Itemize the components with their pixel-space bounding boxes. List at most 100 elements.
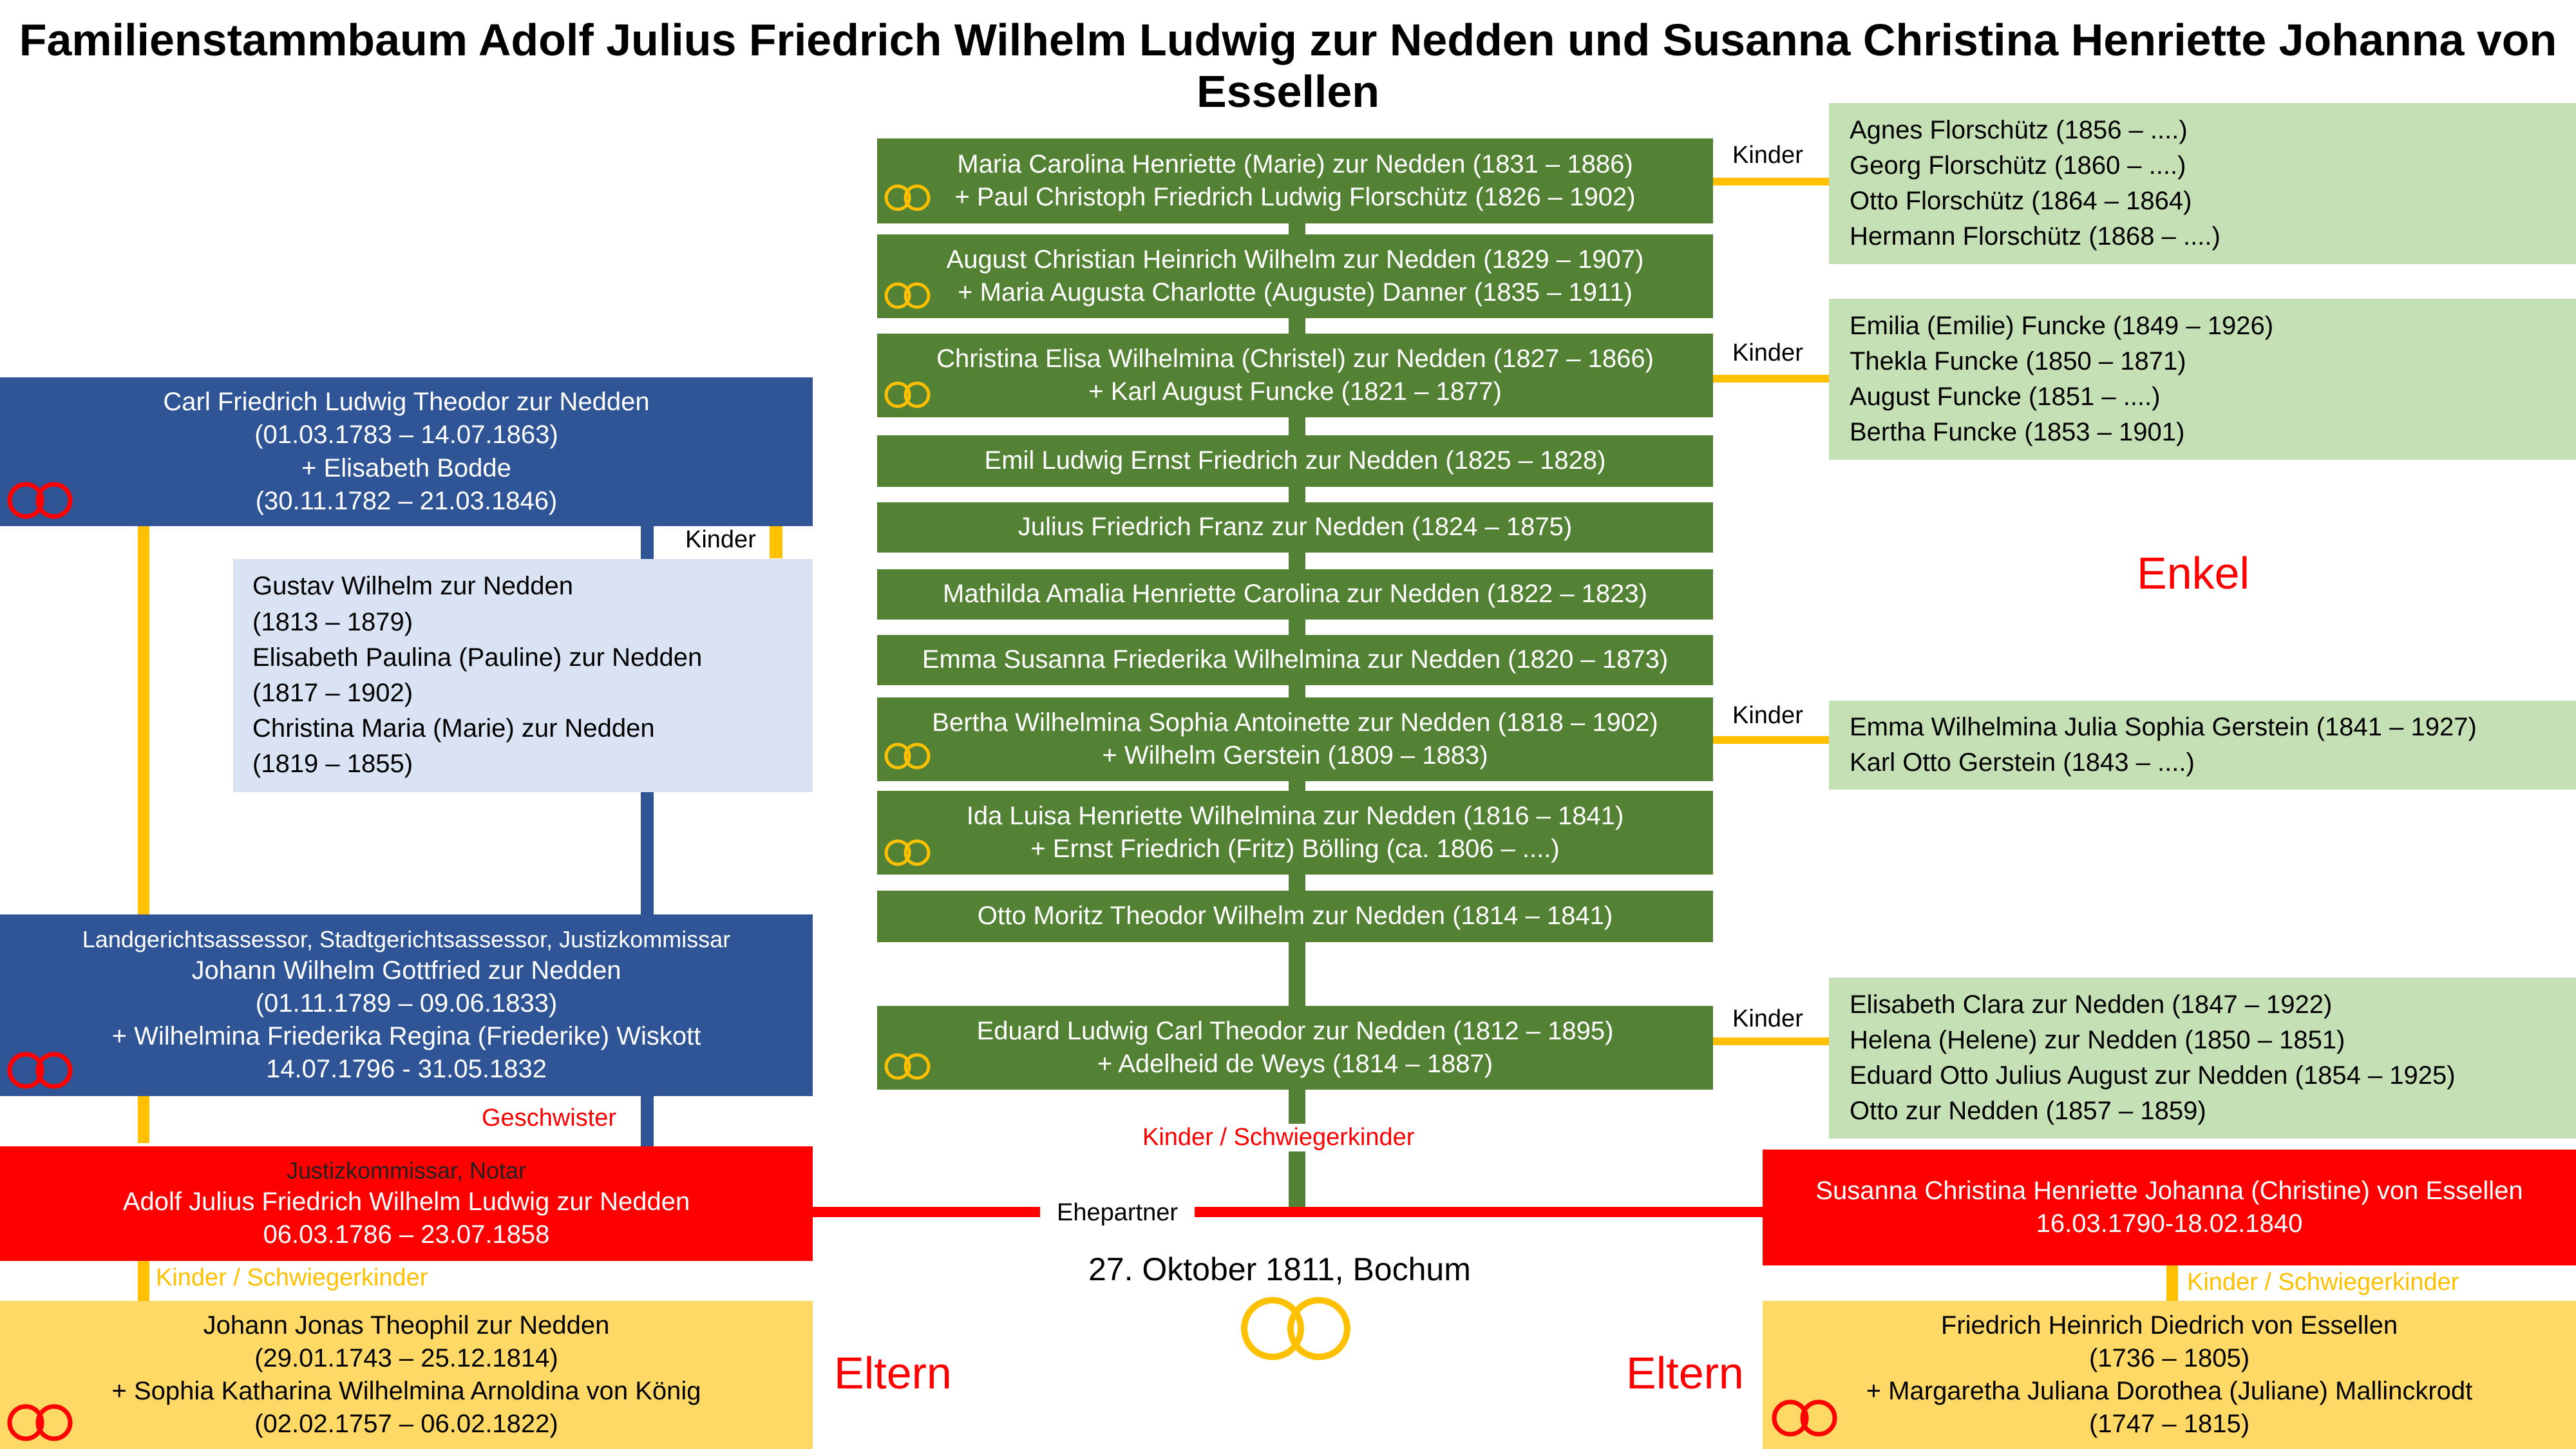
child-box: Otto Moritz Theodor Wilhelm zur Nedden (… [877, 891, 1713, 942]
child-name: Emma Susanna Friederika Wilhelmina zur N… [922, 645, 1669, 674]
eltern-left-label: Eltern [834, 1348, 952, 1398]
cousin-line: Elisabeth Paulina (Pauline) zur Nedden [252, 643, 703, 672]
brother-name: Johann Wilhelm Gottfried zur Nedden [191, 956, 621, 985]
grandchild: Karl Otto Gerstein (1843 – ....) [1850, 748, 2195, 777]
grandchild: Georg Florschütz (1860 – ....) [1850, 151, 2186, 180]
grandchildren-box: Emma Wilhelmina Julia Sophia Gerstein (1… [1829, 701, 2576, 790]
cousin-line: Christina Maria (Marie) zur Nedden [252, 714, 655, 743]
grandfather-spouse: + Elisabeth Bodde [301, 453, 511, 482]
eltern-right-label: Eltern [1626, 1348, 1744, 1398]
grandchild: August Funcke (1851 – ....) [1850, 383, 2161, 411]
grandchildren-kinder-label: Kinder [1732, 142, 1803, 169]
child-spouse: + Karl August Funcke (1821 – 1877) [1088, 377, 1502, 406]
child-box: Ida Luisa Henriette Wilhelmina zur Nedde… [877, 791, 1713, 875]
cousin-line: (1817 – 1902) [252, 679, 413, 707]
child-name: Emil Ludwig Ernst Friedrich zur Nedden (… [984, 446, 1606, 475]
grandchild: Hermann Florschütz (1868 – ....) [1850, 222, 2221, 251]
wedding-rings-icon [884, 839, 931, 866]
child-box: Maria Carolina Henriette (Marie) zur Ned… [877, 138, 1713, 223]
grandfather-dates: (01.03.1783 – 14.07.1863) [254, 421, 558, 450]
child-spouse: + Ernst Friedrich (Fritz) Bölling (ca. 1… [1030, 835, 1560, 863]
brother-title: Landgerichtsassessor, Stadtgerichtsasses… [82, 925, 731, 952]
child-box: August Christian Heinrich Wilhelm zur Ne… [877, 234, 1713, 318]
parents-left-dates: (29.01.1743 – 25.12.1814) [254, 1343, 558, 1372]
parents-left-name: Johann Jonas Theophil zur Nedden [203, 1311, 610, 1340]
grandchildren-box: Agnes Florschütz (1856 – ....) Georg Flo… [1829, 103, 2576, 264]
grandchildren-connector-4 [1713, 1037, 1829, 1045]
parents-right-name: Friedrich Heinrich Diedrich von Essellen [1940, 1311, 2398, 1340]
husband-title: Justizkommissar, Notar [286, 1157, 527, 1184]
wedding-rings-icon [884, 381, 931, 408]
brother-spouse: + Wilhelmina Friederika Regina (Friederi… [111, 1022, 701, 1051]
parents-right-dates: (1736 – 1805) [2088, 1343, 2250, 1372]
cousins-kinder-label: Kinder [681, 526, 760, 554]
husband-dates: 06.03.1786 – 23.07.1858 [263, 1220, 550, 1249]
wife-name: Susanna Christina Henriette Johanna (Chr… [1815, 1176, 2523, 1205]
grandchild: Agnes Florschütz (1856 – ....) [1850, 115, 2188, 144]
wedding-rings-icon [884, 184, 931, 211]
enkel-label: Enkel [2137, 548, 2250, 598]
grandchild: Otto zur Nedden (1857 – 1859) [1850, 1097, 2206, 1126]
child-box: Emil Ludwig Ernst Friedrich zur Nedden (… [877, 435, 1713, 487]
child-name: Bertha Wilhelmina Sophia Antoinette zur … [932, 708, 1658, 737]
grandchildren-connector-3 [1713, 736, 1829, 744]
child-spouse: + Maria Augusta Charlotte (Auguste) Dann… [958, 278, 1633, 307]
child-box: Christina Elisa Wilhelmina (Christel) zu… [877, 334, 1713, 417]
parents-right-spouse-dates: (1747 – 1815) [2088, 1410, 2250, 1439]
child-box: Bertha Wilhelmina Sophia Antoinette zur … [877, 697, 1713, 781]
wedding-rings-icon [7, 1404, 73, 1441]
husband-box: Justizkommissar, Notar Adolf Julius Frie… [0, 1146, 813, 1261]
child-name: Julius Friedrich Franz zur Nedden (1824 … [1018, 513, 1573, 542]
cousins-yellow-line [770, 525, 782, 558]
child-box: Eduard Ludwig Carl Theodor zur Nedden (1… [877, 1006, 1713, 1090]
grandchild: Elisabeth Clara zur Nedden (1847 – 1922) [1850, 990, 2333, 1019]
parents-right-spouse: + Margaretha Juliana Dorothea (Juliane) … [1866, 1377, 2473, 1405]
grandfather-spouse-dates: (30.11.1782 – 21.03.1846) [255, 486, 558, 515]
child-box: Emma Susanna Friederika Wilhelmina zur N… [877, 635, 1713, 685]
cousin-line: Gustav Wilhelm zur Nedden [252, 572, 573, 601]
child-name: Christina Elisa Wilhelmina (Christel) zu… [936, 344, 1654, 373]
husband-name: Adolf Julius Friedrich Wilhelm Ludwig zu… [122, 1187, 690, 1216]
wife-dates: 16.03.1790-18.02.1840 [2036, 1209, 2303, 1238]
brother-box: Landgerichtsassessor, Stadtgerichtsasses… [0, 914, 813, 1096]
grandchildren-kinder-label: Kinder [1732, 339, 1803, 367]
child-spouse: + Paul Christoph Friedrich Ludwig Florsc… [954, 183, 1636, 211]
child-name: Eduard Ludwig Carl Theodor zur Nedden (1… [976, 1016, 1614, 1045]
grandchild: Thekla Funcke (1850 – 1871) [1850, 346, 2186, 375]
child-name: Otto Moritz Theodor Wilhelm zur Nedden (… [977, 902, 1613, 931]
husband-parents-line [138, 1259, 149, 1301]
cousins-box: Gustav Wilhelm zur Nedden (1813 – 1879) … [233, 559, 813, 792]
grandchild: Bertha Funcke (1853 – 1901) [1850, 418, 2185, 447]
ehepartner-label: Ehepartner [1040, 1199, 1195, 1227]
wedding-date: 27. Oktober 1811, Bochum [1088, 1251, 1471, 1287]
grandchild: Helena (Helene) zur Nedden (1850 – 1851) [1850, 1025, 2345, 1054]
grandchildren-connector-1 [1713, 178, 1829, 185]
brother-dates: (01.11.1789 – 09.06.1833) [255, 989, 558, 1018]
parents-left-box: Johann Jonas Theophil zur Nedden (29.01.… [0, 1301, 813, 1449]
grandchild: Eduard Otto Julius August zur Nedden (18… [1850, 1061, 2456, 1090]
child-box: Julius Friedrich Franz zur Nedden (1824 … [877, 502, 1713, 553]
grandchild: Emma Wilhelmina Julia Sophia Gerstein (1… [1850, 712, 2477, 741]
grandfather-name: Carl Friedrich Ludwig Theodor zur Nedden [163, 388, 650, 417]
marriage-line [813, 1207, 1763, 1217]
parents-left-spouse: + Sophia Katharina Wilhelmina Arnoldina … [111, 1377, 701, 1405]
wife-kinder-label: Kinder / Schwiegerkinder [2184, 1269, 2462, 1296]
wedding-rings-icon [884, 1053, 931, 1080]
wedding-rings-icon [7, 1052, 73, 1089]
wife-box: Susanna Christina Henriette Johanna (Chr… [1763, 1150, 2576, 1265]
grandchildren-box: Elisabeth Clara zur Nedden (1847 – 1922)… [1829, 978, 2576, 1139]
wedding-rings-icon [1772, 1399, 1837, 1437]
grandchild: Emilia (Emilie) Funcke (1849 – 1926) [1850, 311, 2274, 340]
brother-spouse-dates: 14.07.1796 - 31.05.1832 [266, 1055, 547, 1084]
cousin-line: (1813 – 1879) [252, 607, 413, 636]
child-spouse: + Wilhelm Gerstein (1809 – 1883) [1102, 741, 1488, 770]
grandfather-box: Carl Friedrich Ludwig Theodor zur Nedden… [0, 377, 813, 526]
wife-parents-line [2166, 1262, 2178, 1301]
geschwister-label: Geschwister [478, 1104, 621, 1132]
grandchildren-connector-2 [1713, 375, 1829, 383]
parents-left-spouse-dates: (02.02.1757 – 06.02.1822) [254, 1410, 558, 1439]
child-name: Maria Carolina Henriette (Marie) zur Ned… [957, 149, 1633, 178]
grandchildren-kinder-label: Kinder [1732, 702, 1803, 730]
wedding-rings-icon [884, 282, 931, 309]
child-spouse: + Adelheid de Weys (1814 – 1887) [1097, 1050, 1493, 1078]
